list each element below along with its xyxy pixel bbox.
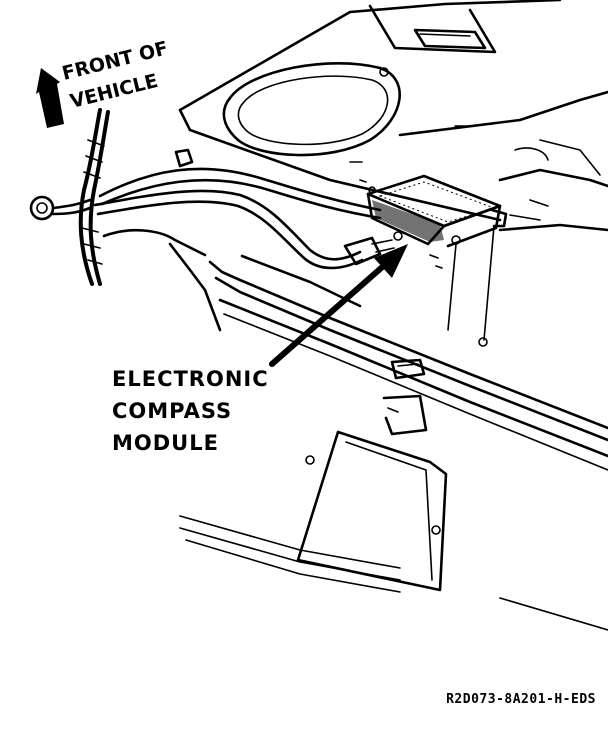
callout-label-line3: MODULE [112, 431, 219, 455]
lower-trim [102, 228, 608, 631]
roof-panel [178, 0, 608, 232]
callout-arrow [269, 244, 408, 367]
callout-label-line1: ELECTRONIC [112, 367, 269, 391]
figure-code: R2D073-8A201-H-EDS [446, 692, 596, 707]
front-arrow-icon [36, 68, 64, 128]
compass-module [366, 174, 508, 347]
wire-harness [29, 108, 395, 286]
access-panel [296, 430, 448, 592]
callout-label-line2: COMPASS [112, 399, 232, 423]
